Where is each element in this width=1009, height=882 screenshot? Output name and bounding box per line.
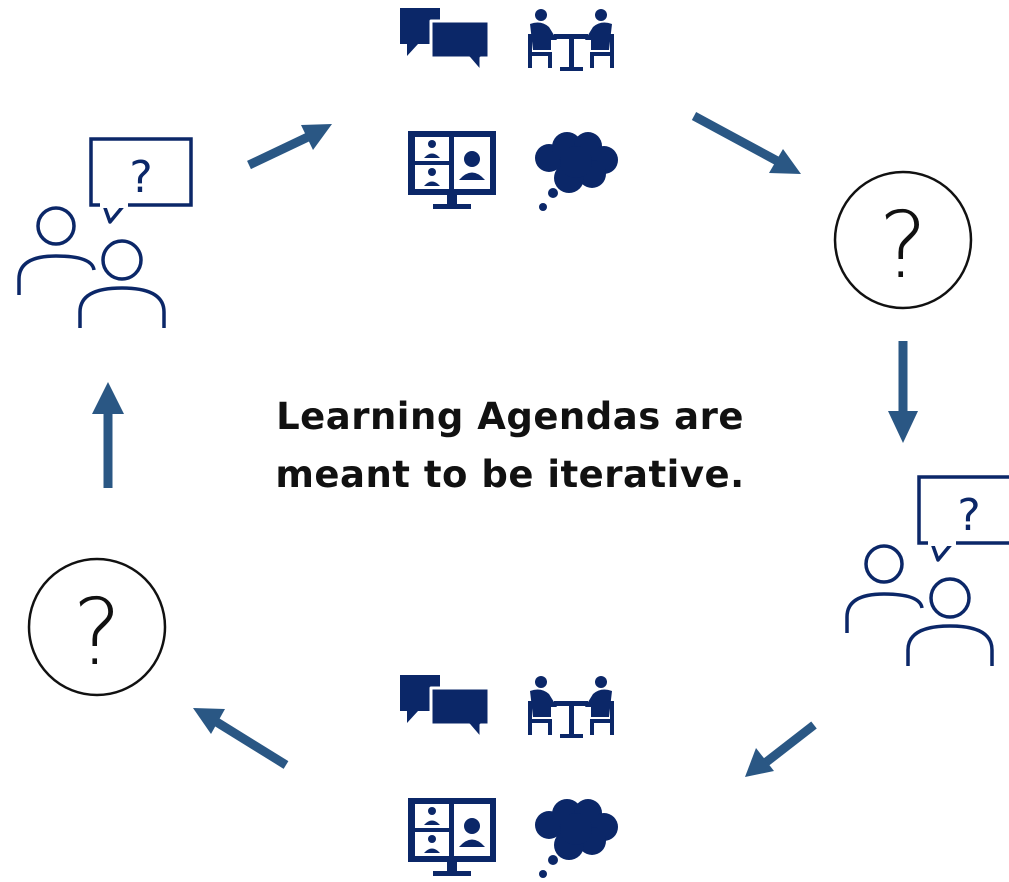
people-question-icon bbox=[845, 475, 1009, 668]
arrow-icon bbox=[888, 341, 918, 443]
chat-bubbles-icon bbox=[398, 6, 491, 74]
svg-text:?: ? bbox=[879, 192, 928, 299]
question-circle-icon: ? bbox=[833, 170, 973, 310]
svg-text:?: ? bbox=[73, 579, 122, 686]
arrow-icon bbox=[92, 382, 124, 488]
headline-line-2: meant to be iterative. bbox=[275, 453, 745, 496]
arrow-icon bbox=[745, 721, 817, 777]
meeting-table-icon bbox=[528, 9, 614, 71]
headline: Learning Agendas are meant to be iterati… bbox=[200, 388, 820, 504]
people-question-icon bbox=[17, 137, 193, 330]
thought-cloud-icon bbox=[535, 799, 618, 878]
arrow-icon bbox=[193, 708, 289, 769]
arrow-icon bbox=[247, 124, 332, 170]
headline-line-1: Learning Agendas are bbox=[276, 395, 744, 438]
question-circle-icon: ? bbox=[27, 557, 167, 697]
video-call-monitor-icon bbox=[408, 131, 496, 209]
meeting-table-icon bbox=[528, 676, 614, 738]
chat-bubbles-icon bbox=[398, 673, 491, 741]
video-call-monitor-icon bbox=[408, 798, 496, 876]
thought-cloud-icon bbox=[535, 132, 618, 211]
arrow-icon bbox=[691, 112, 801, 174]
